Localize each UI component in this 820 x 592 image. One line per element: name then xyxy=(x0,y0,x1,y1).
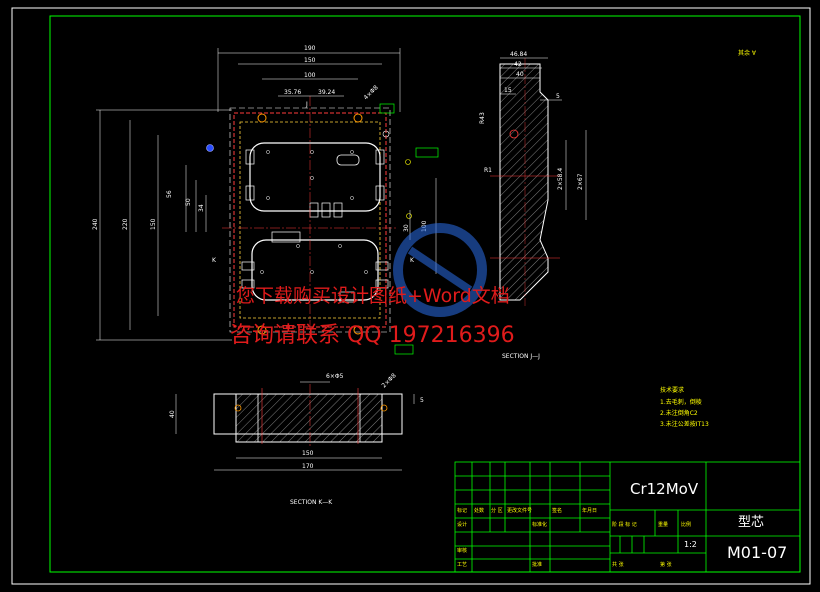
dim-170-kk: 170 xyxy=(302,463,314,470)
technical-notes: 技术要求 1.去毛刺，倒棱 2.未注倒角C2 3.未注公差按IT13 xyxy=(660,386,709,428)
dim-220: 220 xyxy=(122,218,129,230)
label-design: 设计 xyxy=(457,521,467,528)
dim-5: 5 xyxy=(420,397,424,404)
dim-100: 100 xyxy=(304,72,316,79)
dim-2x58-4: 2×58.4 xyxy=(557,168,564,190)
marker-j-top: J xyxy=(305,101,308,108)
label-review: 审核 xyxy=(457,547,467,554)
label-sheets: 共 张 xyxy=(612,561,624,568)
label-standard: 标准化 xyxy=(532,521,547,528)
label-weight: 重量 xyxy=(658,521,668,528)
dim-150: 150 xyxy=(304,57,316,64)
bolt-hole xyxy=(353,113,363,123)
label-ratio: 比例 xyxy=(681,521,691,528)
part-name: 型芯 xyxy=(738,515,764,530)
dim-r1: R1 xyxy=(484,167,492,174)
dim-30: 30 xyxy=(403,224,410,232)
dim-r43: R43 xyxy=(479,112,486,124)
dim-5-jj: 5 xyxy=(556,93,560,100)
label-date: 年月日 xyxy=(582,507,597,514)
note-2: 2.未注倒角C2 xyxy=(660,409,698,417)
dim-39-24: 39.24 xyxy=(318,89,335,96)
label-process: 工艺 xyxy=(457,562,467,568)
label-sheet-no: 第 张 xyxy=(660,561,672,568)
bolt-hole xyxy=(257,325,267,335)
dim-42: 42 xyxy=(514,61,522,68)
section-jj-view: 46.84 42 40 15 5 R43 R1 2×58.4 2×67 SECT… xyxy=(479,51,587,360)
dim-15: 15 xyxy=(504,87,512,94)
dim-240: 240 xyxy=(92,218,99,230)
title-block xyxy=(454,461,801,573)
dim-2x67: 2×67 xyxy=(577,173,584,190)
dim-40-jj: 40 xyxy=(516,71,524,78)
label-stage: 阶 段 标 记 xyxy=(612,521,637,528)
sheet-border xyxy=(11,7,811,585)
bolt-hole xyxy=(257,113,267,123)
title-block-text: 标记 设计 审核 工艺 处数 分 区 更改文件号 签名 年月日 标准化 批准 阶… xyxy=(457,507,691,568)
plan-dim-labels: 190 150 100 35.76 39.24 4×Φ8 240 220 150… xyxy=(92,45,428,264)
roughness-mark: 其余 ∀ xyxy=(738,49,757,57)
marker-k-left: K xyxy=(212,257,217,264)
section-kk-view: 6×Φ5 2×Φ8 40 5 150 170 SECTION K—K xyxy=(169,372,424,506)
watermark-line-1: 您下载购买设计图纸+Word文档 xyxy=(236,285,510,307)
label-approve: 批准 xyxy=(532,561,542,568)
label-mark: 标记 xyxy=(457,507,467,514)
scale-value: 1:2 xyxy=(684,540,697,549)
label-change-doc: 更改文件号 xyxy=(507,507,532,514)
dim-35-76: 35.76 xyxy=(284,89,301,96)
material-label: Cr12MoV xyxy=(630,480,699,498)
dim-150-kk: 150 xyxy=(302,450,314,457)
note-3: 3.未注公差按IT13 xyxy=(660,420,709,428)
frame-border xyxy=(49,15,801,573)
section-jj-label: SECTION J—J xyxy=(502,353,540,360)
dim-56: 56 xyxy=(166,190,173,198)
upper-cavity xyxy=(249,142,381,212)
dim-34: 34 xyxy=(198,204,205,212)
dim-46-84: 46.84 xyxy=(510,51,527,58)
dim-6-phi5: 6×Φ5 xyxy=(326,373,344,380)
notes-heading: 技术要求 xyxy=(660,386,684,394)
watermark-line-2: 咨询请联系 QQ 197216396 xyxy=(230,323,515,348)
label-count: 处数 xyxy=(474,507,484,514)
dim-150-v: 150 xyxy=(150,218,157,230)
dim-40: 40 xyxy=(169,410,176,418)
label-zone: 分 区 xyxy=(491,507,503,514)
dim-190: 190 xyxy=(304,45,316,52)
plan-view xyxy=(206,96,439,355)
note-1: 1.去毛刺，倒棱 xyxy=(660,398,702,406)
dim-50: 50 xyxy=(185,198,192,206)
section-kk-label: SECTION K—K xyxy=(290,499,333,506)
label-sign: 签名 xyxy=(552,507,562,514)
dim-2-phi8: 2×Φ8 xyxy=(380,372,397,389)
watermark: 您下载购买设计图纸+Word文档 咨询请联系 QQ 197216396 xyxy=(230,223,515,348)
bolt-hole xyxy=(353,325,363,335)
dim-4-phi8: 4×Φ8 xyxy=(362,84,379,101)
drawing-number: M01-07 xyxy=(727,543,787,562)
marker-k-right: K xyxy=(410,257,415,264)
